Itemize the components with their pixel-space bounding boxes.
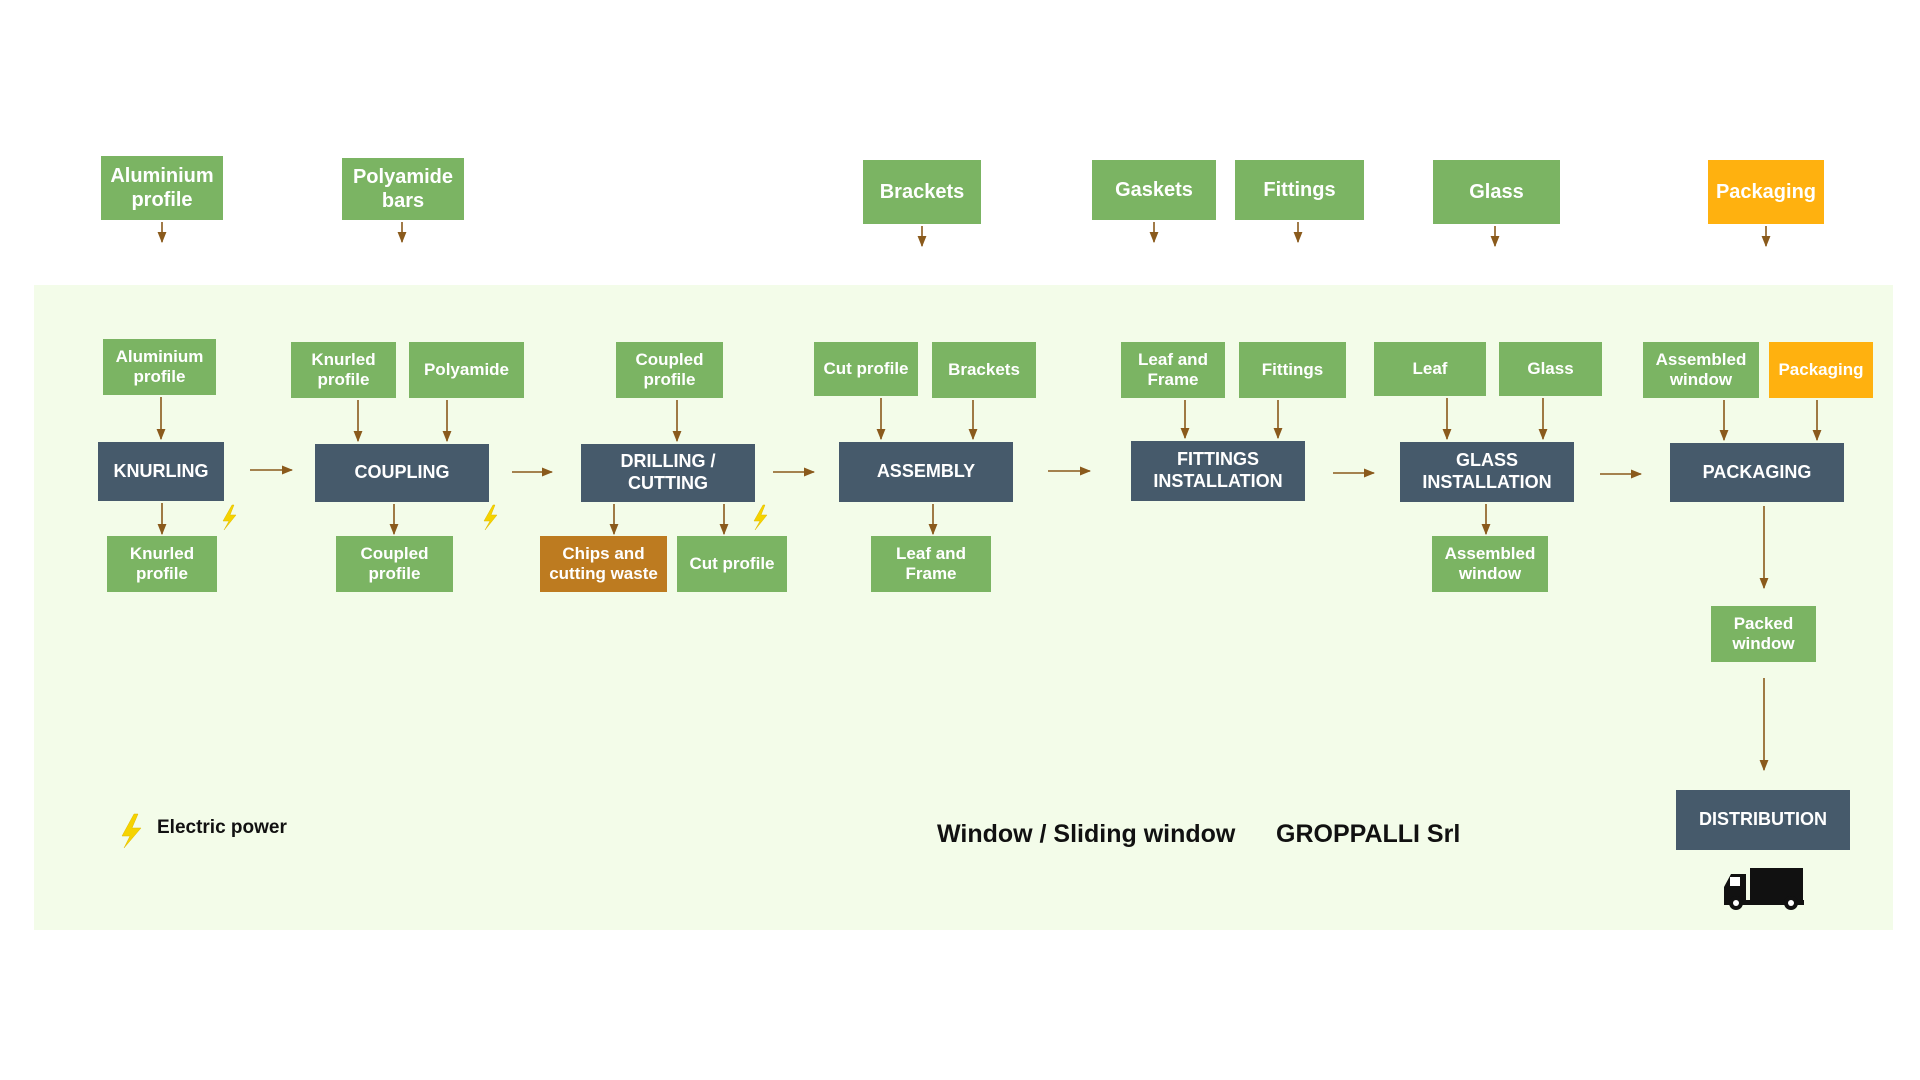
process-coupling: COUPLING	[315, 444, 489, 502]
glass-input-leaf: Leaf	[1374, 342, 1486, 396]
top-input-gaskets: Gaskets	[1092, 160, 1216, 220]
drilling-output-cut-profile: Cut profile	[677, 536, 787, 592]
glass-input-glass: Glass	[1499, 342, 1602, 396]
top-input-packaging: Packaging	[1708, 160, 1824, 224]
assembly-input-cut-profile: Cut profile	[814, 342, 918, 396]
process-distribution: DISTRIBUTION	[1676, 790, 1850, 850]
assembly-output-leaf-frame: Leaf and Frame	[871, 536, 991, 592]
drilling-input-coupled-profile: Coupled profile	[616, 342, 723, 398]
process-packaging: PACKAGING	[1670, 443, 1844, 502]
top-input-aluminium-profile: Aluminium profile	[101, 156, 223, 220]
coupling-output-coupled-profile: Coupled profile	[336, 536, 453, 592]
process-knurling: KNURLING	[98, 442, 224, 501]
coupling-input-knurled-profile: Knurled profile	[291, 342, 396, 398]
packaging-output-packed-window: Packed window	[1711, 606, 1816, 662]
process-drilling-cutting: DRILLING / CUTTING	[581, 444, 755, 502]
packaging-input-assembled-window: Assembled window	[1643, 342, 1759, 398]
process-assembly: ASSEMBLY	[839, 442, 1013, 502]
top-input-fittings: Fittings	[1235, 160, 1364, 220]
knurling-output-knurled-profile: Knurled profile	[107, 536, 217, 592]
glass-output-assembled-window: Assembled window	[1432, 536, 1548, 592]
packaging-input-packaging: Packaging	[1769, 342, 1873, 398]
fittings-input-fittings: Fittings	[1239, 342, 1346, 398]
drilling-output-chips-waste: Chips and cutting waste	[540, 536, 667, 592]
top-input-polyamide-bars: Polyamide bars	[342, 158, 464, 220]
fittings-input-leaf-frame: Leaf and Frame	[1121, 342, 1225, 398]
footer-company-name: GROPPALLI Srl	[1276, 820, 1461, 848]
assembly-input-brackets: Brackets	[932, 342, 1036, 398]
top-input-brackets: Brackets	[863, 160, 981, 224]
process-glass-installation: GLASS INSTALLATION	[1400, 442, 1574, 502]
coupling-input-polyamide: Polyamide	[409, 342, 524, 398]
knurling-input-aluminium-profile: Aluminium profile	[103, 339, 216, 395]
footer-product-name: Window / Sliding window	[937, 820, 1236, 848]
top-input-glass: Glass	[1433, 160, 1560, 224]
legend-electric-power-label: Electric power	[157, 817, 287, 838]
process-fittings-installation: FITTINGS INSTALLATION	[1131, 441, 1305, 501]
